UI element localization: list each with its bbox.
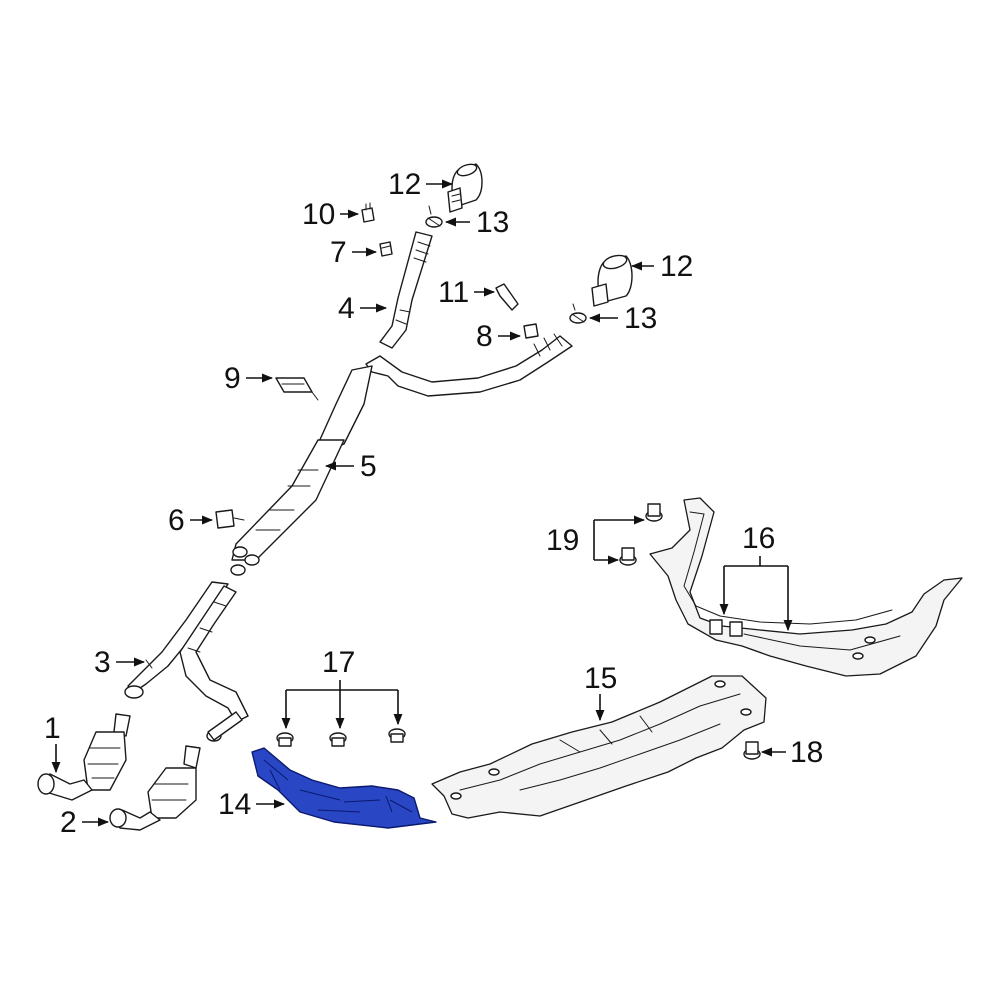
callout-1: 1 (44, 712, 61, 774)
svg-text:17: 17 (322, 646, 355, 679)
svg-text:3: 3 (94, 646, 111, 679)
callout-8: 8 (476, 320, 522, 353)
svg-text:11: 11 (438, 276, 469, 309)
svg-text:6: 6 (168, 504, 185, 537)
bolt-17c[interactable] (388, 728, 406, 743)
bracket-11[interactable] (495, 283, 519, 311)
callout-6: 6 (168, 504, 214, 537)
svg-text:13: 13 (624, 302, 657, 335)
svg-text:10: 10 (302, 198, 335, 231)
clamp-right[interactable] (569, 303, 587, 324)
svg-text:14: 14 (218, 788, 251, 821)
tail-pipe-left[interactable] (379, 231, 433, 349)
sensor-9[interactable] (275, 377, 319, 401)
heat-shield-15[interactable] (431, 675, 767, 819)
svg-text:15: 15 (584, 662, 617, 695)
callout-19: 19 (546, 515, 646, 565)
front-pipe[interactable] (124, 581, 249, 742)
callout-13a: 13 (444, 206, 509, 239)
svg-text:8: 8 (476, 320, 493, 353)
callout-17: 17 (281, 646, 403, 730)
callout-7: 7 (330, 236, 378, 269)
svg-text:19: 19 (546, 524, 579, 557)
callout-18: 18 (760, 736, 823, 769)
hanger-7[interactable] (379, 241, 393, 257)
svg-text:12: 12 (388, 168, 421, 201)
svg-text:1: 1 (44, 712, 61, 745)
bolt-17b[interactable] (329, 732, 347, 747)
catalytic-converter-2[interactable] (109, 745, 201, 831)
exhaust-tip-upper[interactable] (447, 162, 483, 213)
heat-shield-16[interactable] (649, 497, 963, 677)
callout-5: 5 (324, 450, 377, 483)
callout-16: 16 (719, 522, 793, 632)
callout-12a: 12 (388, 168, 454, 201)
callout-12b: 12 (630, 250, 693, 283)
bolt-19b[interactable] (619, 547, 637, 566)
svg-text:13: 13 (476, 206, 509, 239)
callout-4: 4 (338, 292, 388, 325)
callout-2: 2 (60, 806, 110, 839)
heat-shield-14[interactable] (251, 747, 437, 829)
clamp-upper[interactable] (425, 205, 443, 228)
svg-text:4: 4 (338, 292, 355, 325)
bolt-19a[interactable] (645, 503, 663, 522)
callout-11: 11 (438, 276, 496, 309)
hanger-6[interactable] (215, 509, 245, 529)
callout-9: 9 (224, 362, 274, 395)
svg-text:16: 16 (742, 522, 775, 555)
callout-3: 3 (94, 646, 146, 679)
callout-15: 15 (584, 662, 617, 722)
isolator-10[interactable] (361, 202, 375, 223)
svg-text:9: 9 (224, 362, 241, 395)
muffler-assembly[interactable] (230, 333, 573, 576)
heat-shield-14-body (251, 747, 437, 829)
svg-text:7: 7 (330, 236, 347, 269)
catalytic-converter-1[interactable] (37, 713, 131, 801)
svg-text:12: 12 (660, 250, 693, 283)
svg-text:18: 18 (790, 736, 823, 769)
svg-text:2: 2 (60, 806, 77, 839)
callout-14: 14 (218, 788, 286, 821)
callout-13b: 13 (588, 302, 657, 335)
bolt-17a[interactable] (276, 732, 294, 747)
bolt-18[interactable] (743, 741, 761, 760)
svg-text:5: 5 (360, 450, 377, 483)
exhaust-tip-right[interactable] (591, 253, 633, 307)
callout-10: 10 (302, 198, 360, 231)
hanger-8[interactable] (523, 323, 539, 339)
